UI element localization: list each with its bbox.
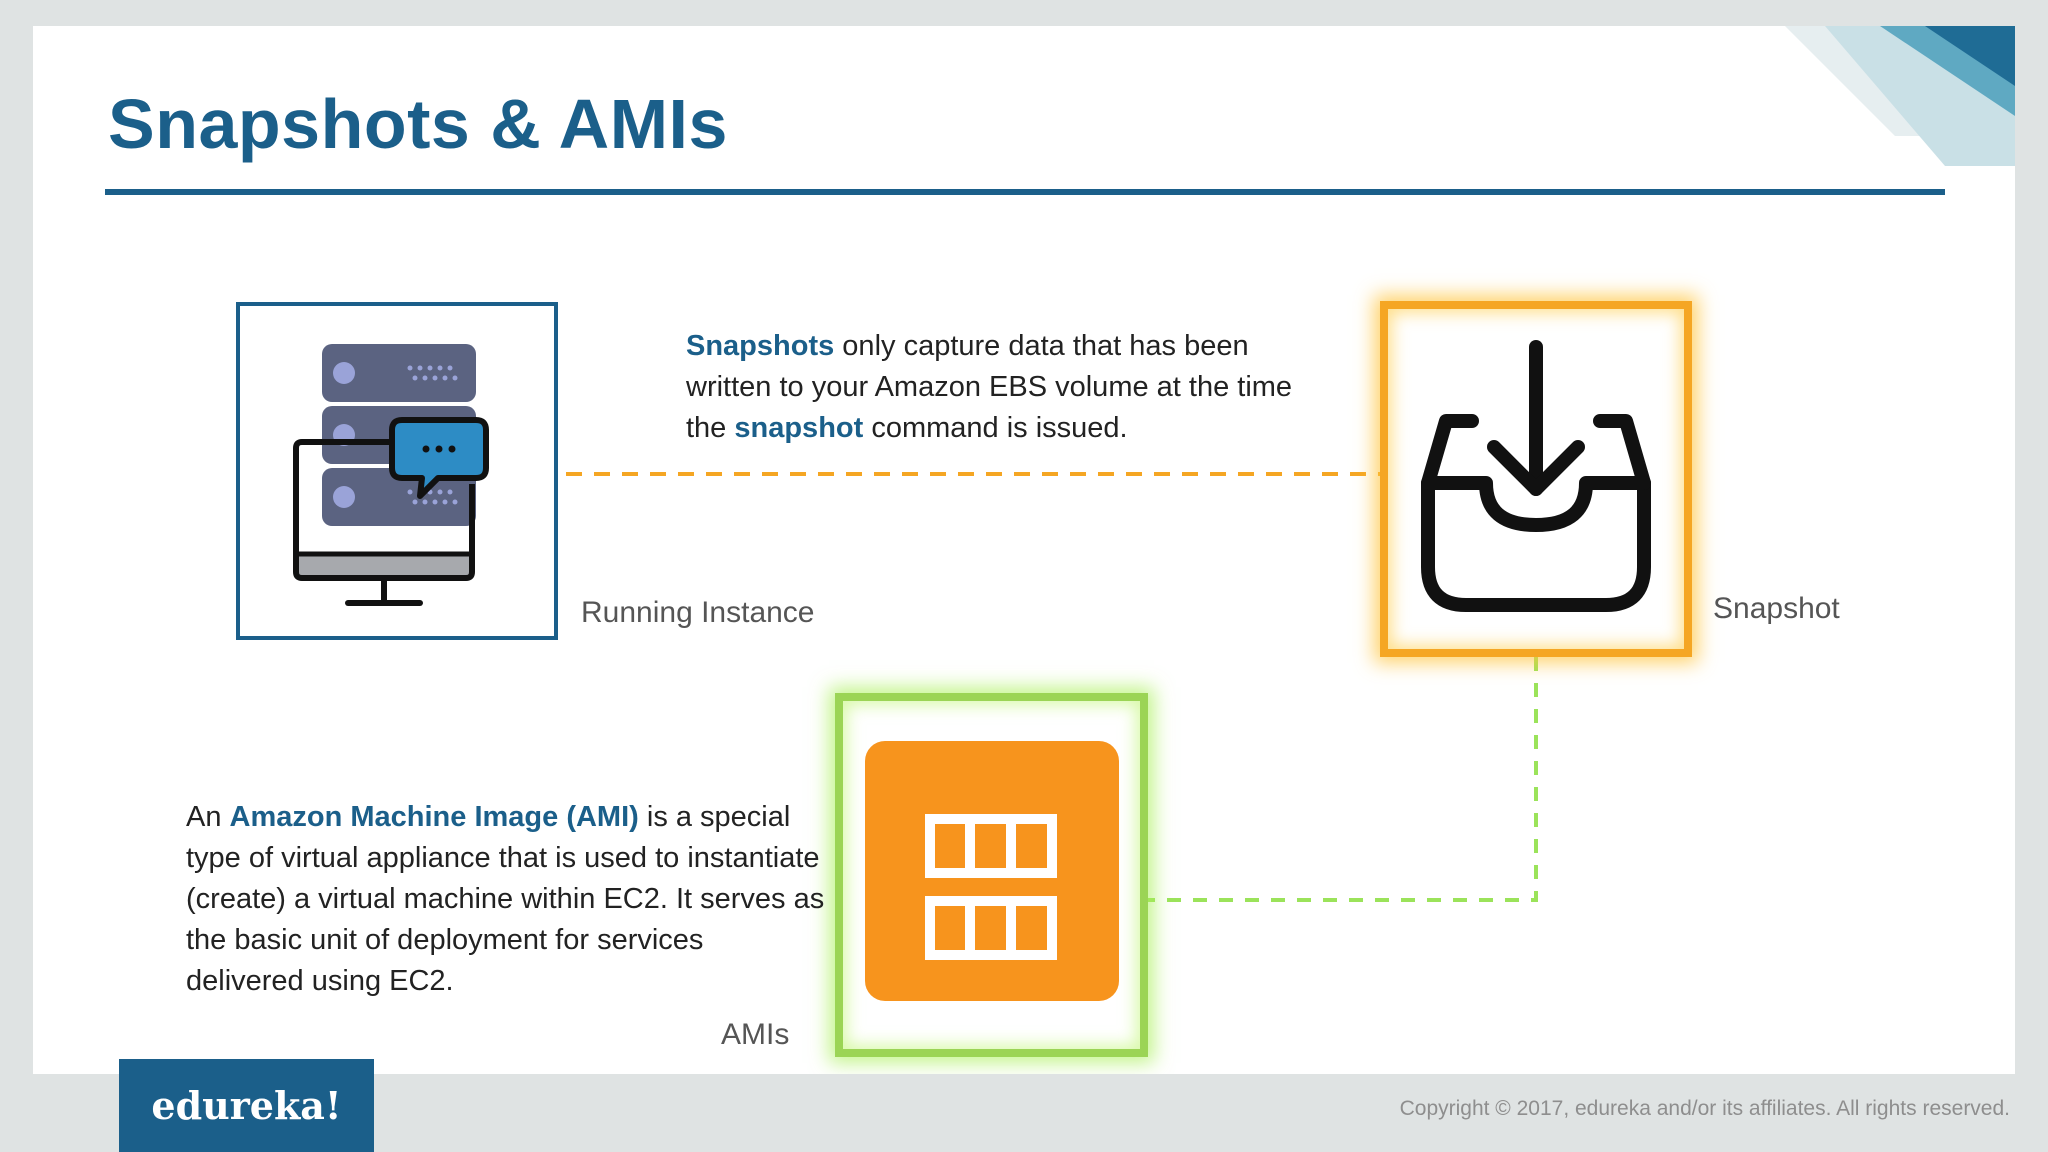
- ami-card[interactable]: [835, 693, 1148, 1057]
- slide: Snapshots & AMIs: [33, 26, 2015, 1074]
- snapshot-label: Snapshot: [1713, 592, 1840, 625]
- page-title: Snapshots & AMIs: [108, 85, 728, 163]
- edureka-logo: edureka!: [119, 1059, 374, 1152]
- running-instance-card[interactable]: [236, 302, 558, 640]
- snapshot-card[interactable]: [1380, 301, 1692, 657]
- title-underline: [105, 189, 1945, 195]
- corner-decoration: [1785, 26, 2015, 166]
- running-instance-label: Running Instance: [581, 596, 815, 629]
- ami-term-highlight: Amazon Machine Image (AMI): [229, 801, 639, 833]
- server-monitor-chat-icon: [293, 344, 489, 606]
- snapshots-highlight: Snapshots: [686, 330, 835, 362]
- snapshot-description: Snapshots only capture data that has bee…: [686, 326, 1306, 449]
- ami-description: An Amazon Machine Image (AMI) is a speci…: [186, 797, 826, 1002]
- snapshot-description-text: only capture data that has been written …: [686, 330, 1293, 444]
- copyright-notice: Copyright © 2017, edureka and/or its aff…: [1399, 1097, 2010, 1120]
- download-tray-icon: [1421, 340, 1651, 612]
- ami-label: AMIs: [721, 1018, 790, 1051]
- snapshot-command-highlight: snapshot: [734, 412, 864, 444]
- snapshot-description-end: command is issued.: [863, 412, 1128, 444]
- ami-description-start: An: [186, 801, 230, 833]
- ami-description-text: is a special type of virtual appliance t…: [186, 801, 825, 997]
- image-grid-icon: [925, 814, 1057, 960]
- connector-lines: [566, 472, 1538, 902]
- green-dashed-connector: [1148, 657, 1538, 902]
